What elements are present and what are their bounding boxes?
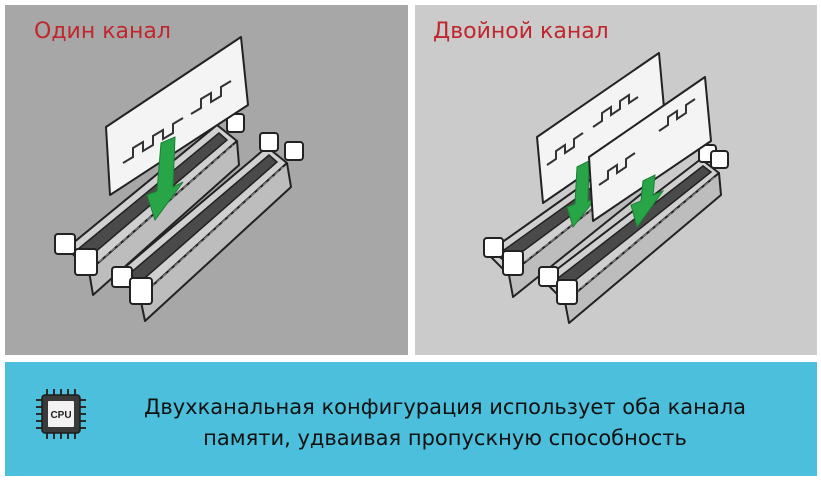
insert-arrow	[146, 136, 184, 222]
banner-message: Двухканальная конфигурация использует об…	[105, 392, 785, 454]
dual-channel-illustration	[483, 52, 729, 324]
single-channel-panel: Один канал	[5, 5, 408, 355]
info-banner: CPU Двухканальная конфигурация используе…	[5, 362, 817, 476]
banner-line-2: памяти, удваивая пропускную способность	[203, 426, 687, 450]
memory-module	[105, 36, 249, 196]
insert-arrow-2	[630, 174, 665, 229]
memory-module-2	[588, 76, 712, 222]
single-channel-title: Один канал	[34, 19, 171, 44]
cpu-label: CPU	[50, 410, 71, 421]
dual-channel-title: Двойной канал	[433, 19, 609, 44]
cpu-chip-icon: CPU	[36, 389, 86, 439]
dual-channel-panel: Двойной канал	[415, 5, 817, 355]
single-channel-illustration	[54, 36, 304, 322]
memory-slot-2	[111, 132, 304, 322]
banner-line-1: Двухканальная конфигурация использует об…	[143, 395, 747, 419]
memory-slot-2	[538, 144, 729, 324]
